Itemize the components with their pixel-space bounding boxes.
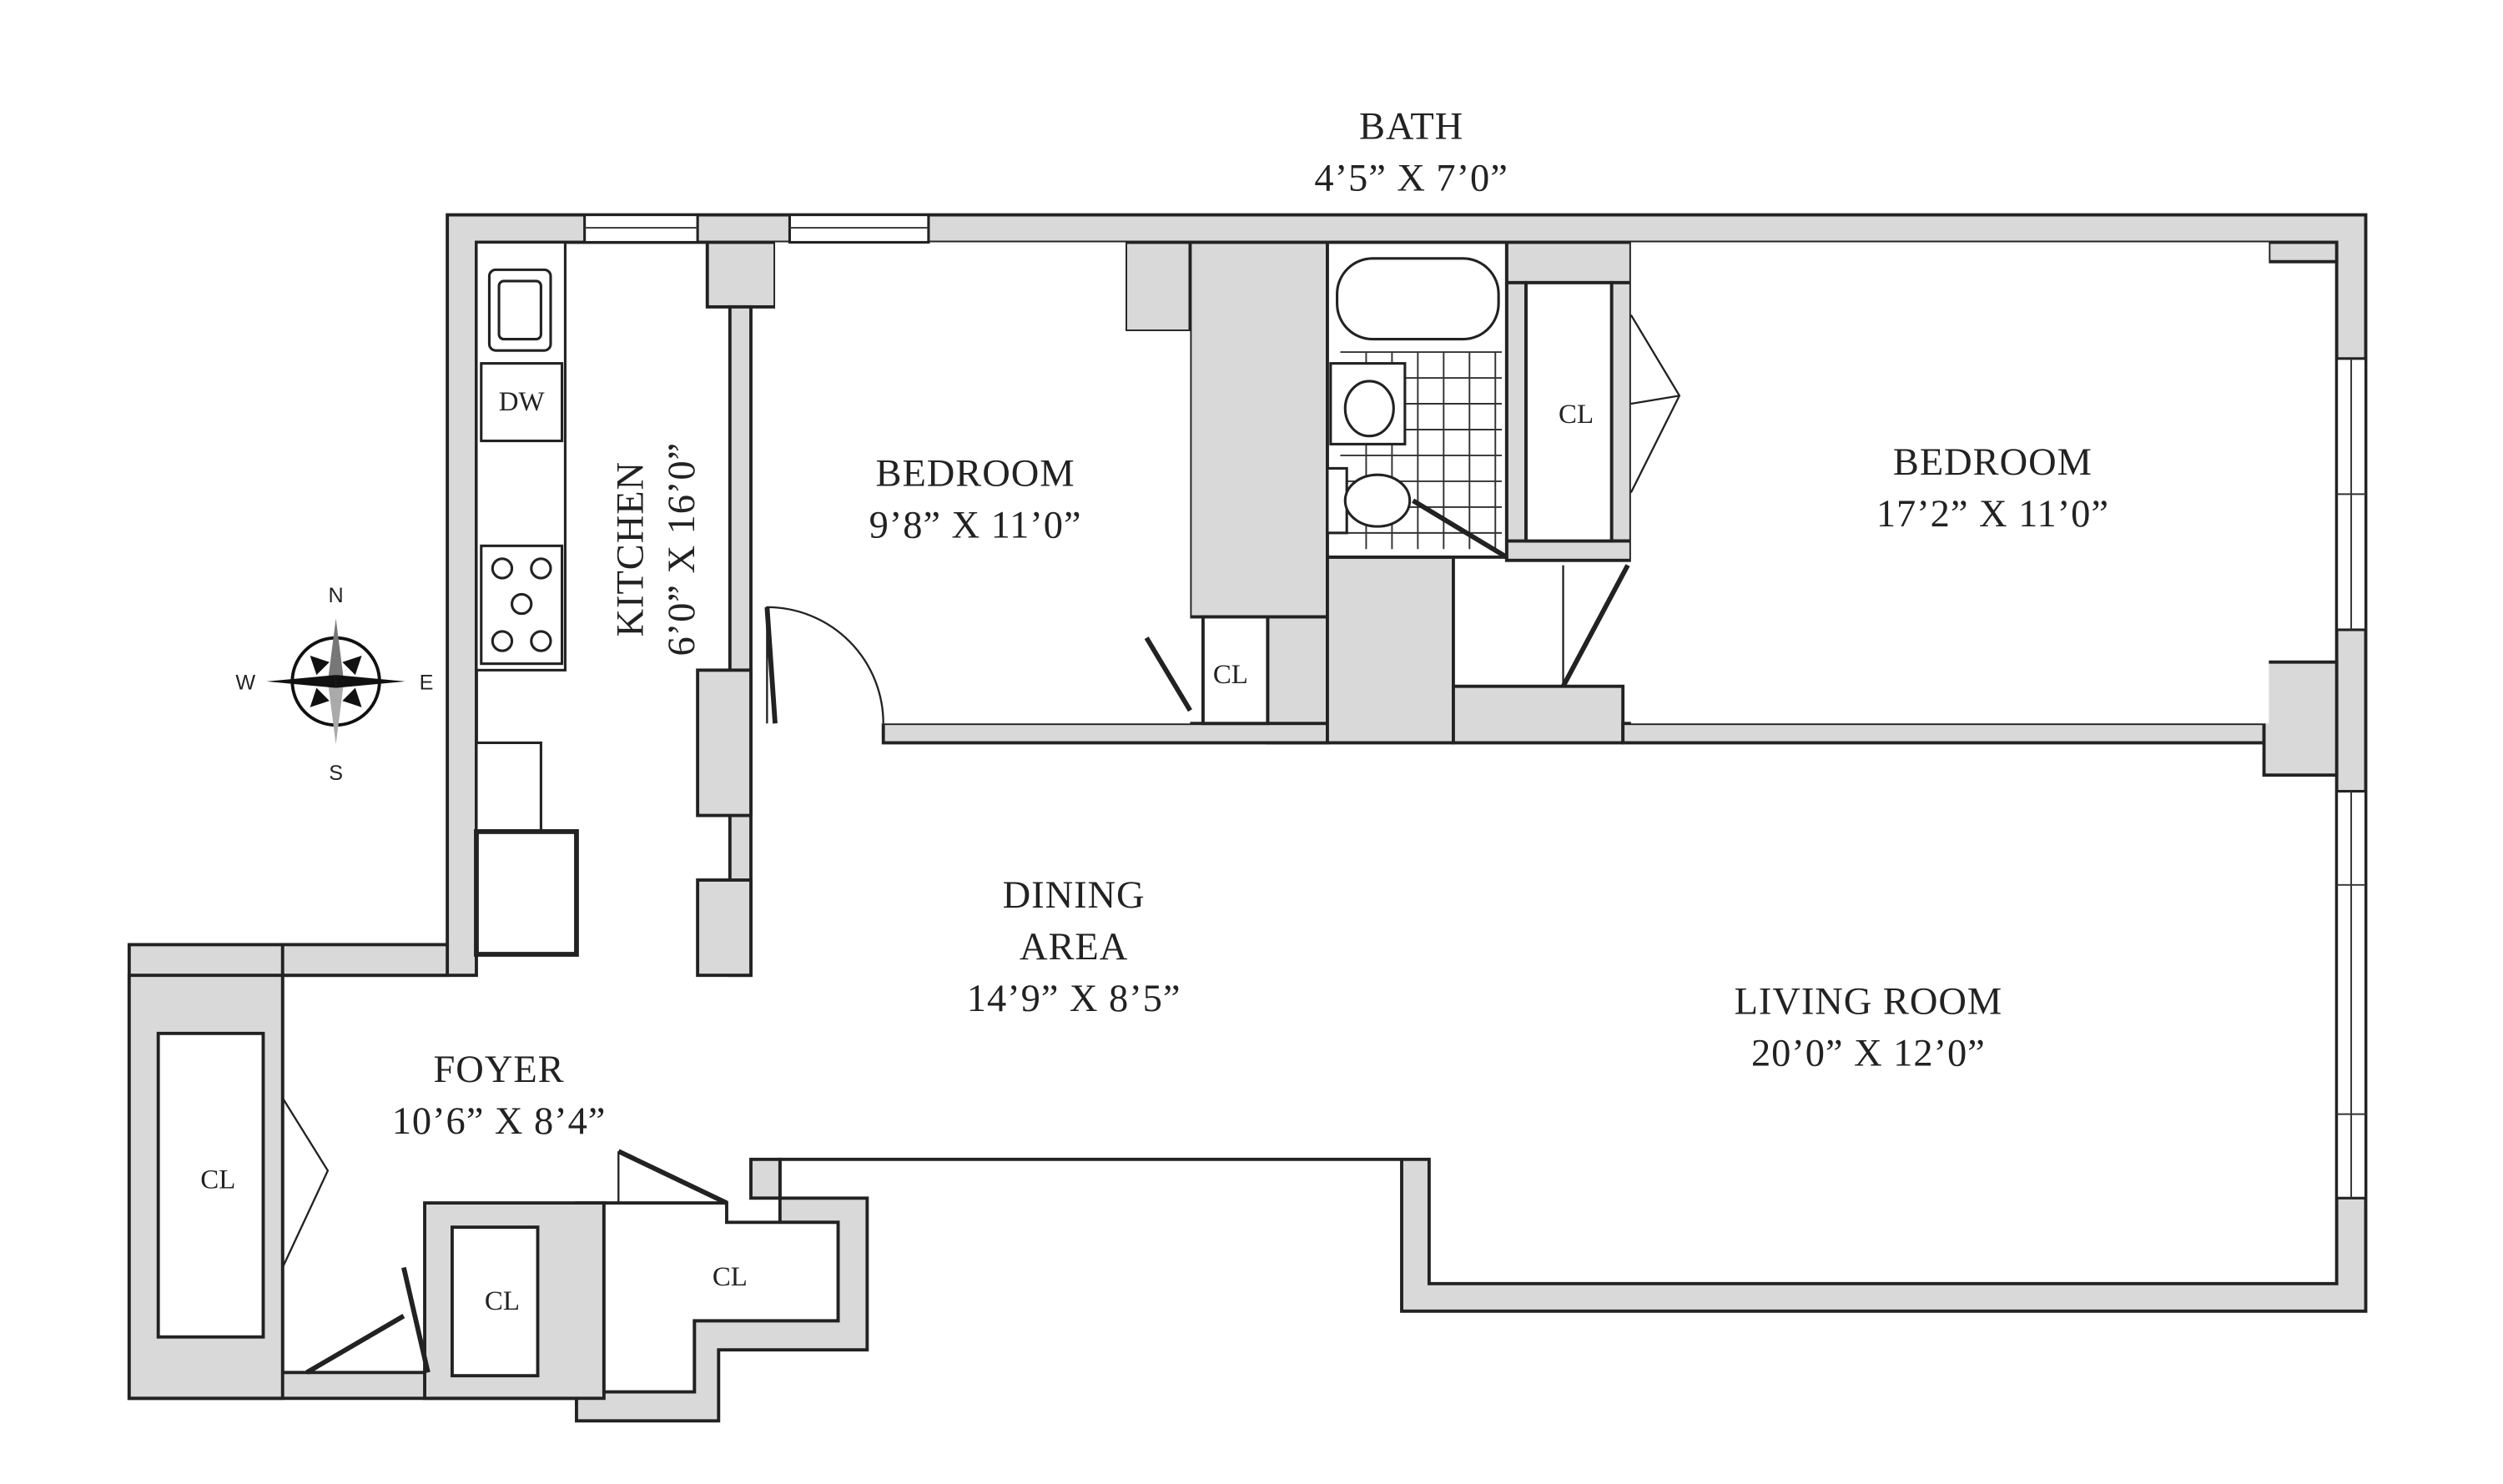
bedroom2-dims: 17’2” X 11’0” [1876, 493, 2109, 536]
kitchen-dims: 6’0” X 16’0” [661, 442, 703, 656]
bedroom1-name: BEDROOM [876, 453, 1075, 496]
closet-label: CL [1559, 400, 1594, 430]
kitchen-name: KITCHEN [609, 461, 652, 637]
closet-label: CL [713, 1262, 748, 1292]
toilet [1343, 473, 1412, 528]
windows [583, 214, 2368, 1200]
compass-e: E [420, 672, 434, 695]
room-fill-overlay [775, 242, 1126, 724]
closet-bedroom2 [1524, 280, 1614, 543]
room-fill-overlay [1630, 242, 2269, 724]
living-name: LIVING ROOM [1735, 981, 2003, 1024]
closet-label: CL [1213, 660, 1248, 690]
bath-sink [1343, 380, 1395, 438]
living-dims: 20’0” X 12’0” [1751, 1033, 1986, 1075]
compass-w: W [235, 672, 255, 695]
compass-s: S [329, 762, 343, 785]
closet-label: CL [200, 1165, 235, 1195]
bath-dims: 4’5” X 7’0” [1314, 158, 1508, 200]
closet-foyer-right [602, 1201, 840, 1394]
dishwasher [480, 362, 564, 443]
bathtub [1336, 257, 1500, 341]
compass-n: N [328, 584, 343, 607]
refrigerator [474, 829, 579, 957]
dining-dims: 14’9” X 8’5” [967, 978, 1181, 1020]
closet-bedroom1 [1201, 615, 1270, 726]
dining-name2: AREA [1020, 926, 1128, 968]
dishwasher-label: DW [499, 387, 545, 417]
dining-name: DINING [1003, 874, 1146, 917]
compass-rose-icon: N S W E [235, 584, 433, 785]
doors [281, 314, 1681, 1375]
closet-label: CL [485, 1286, 520, 1316]
bedroom1-dims: 9’8” X 11’0” [869, 505, 1082, 547]
closet-foyer-left [156, 1031, 265, 1339]
bedroom2-name: BEDROOM [1893, 441, 2093, 484]
foyer-dims: 10’6” X 8’4” [392, 1100, 607, 1143]
kitchen-counter-lower [475, 741, 542, 833]
stove-burners [491, 557, 552, 652]
foyer-name: FOYER [434, 1049, 565, 1091]
bath-name: BATH [1359, 106, 1463, 148]
closet-foyer-mid [451, 1225, 540, 1378]
